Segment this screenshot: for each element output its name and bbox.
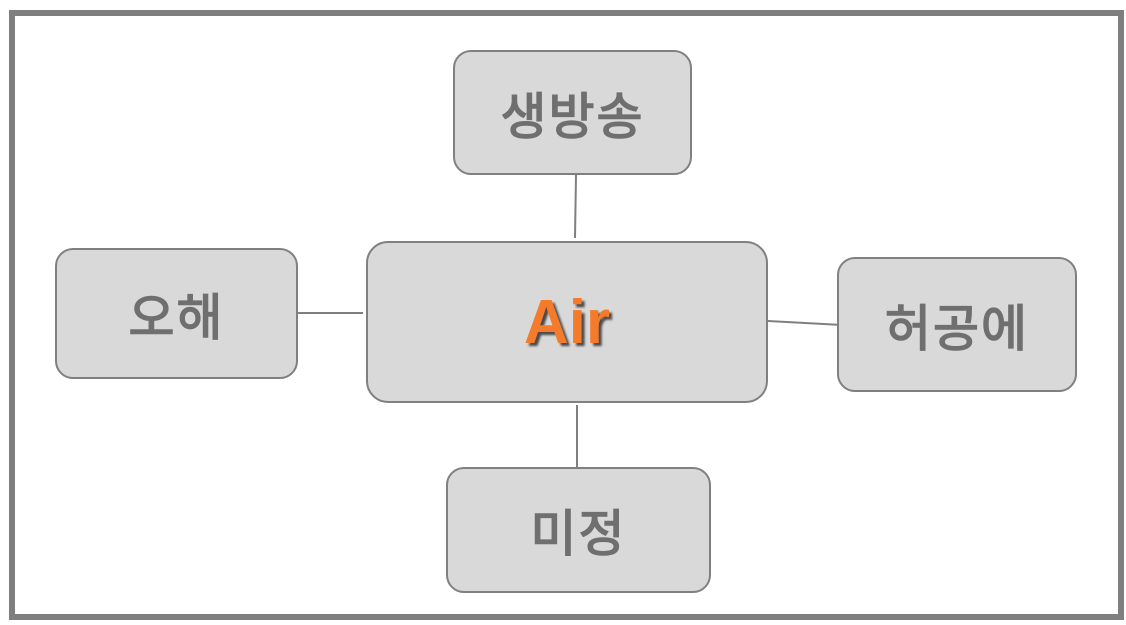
- node-center: Air: [366, 241, 768, 403]
- node-right: 허공에: [837, 257, 1077, 392]
- node-top: 생방송: [453, 50, 692, 175]
- node-left-label: 오해: [128, 288, 225, 347]
- node-left: 오해: [55, 248, 298, 379]
- node-top-label: 생방송: [500, 87, 645, 146]
- node-right-label: 허공에: [885, 299, 1029, 358]
- connector-right: [767, 320, 843, 326]
- node-bottom-label: 미정: [530, 505, 627, 563]
- node-bottom: 미정: [446, 467, 711, 593]
- center-label: Air: [523, 287, 611, 357]
- connector-top: [574, 174, 577, 239]
